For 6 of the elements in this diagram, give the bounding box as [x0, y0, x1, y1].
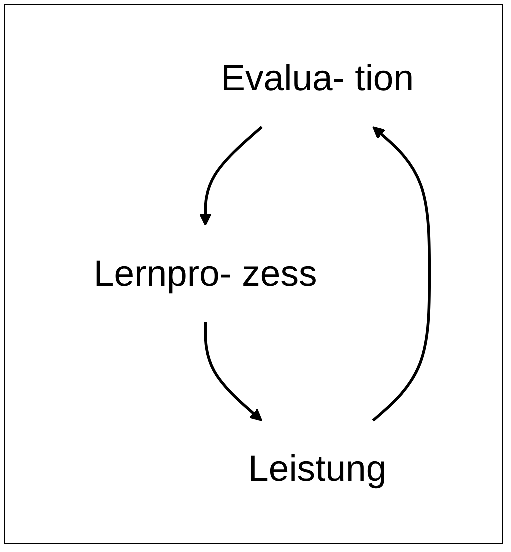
arrow [372, 126, 431, 422]
arrow [198, 126, 262, 226]
arrow [204, 322, 262, 422]
node-label: Leistung [248, 448, 386, 490]
node-label: Lernpro- zess [93, 252, 317, 294]
node-label: Evalua- tion [220, 56, 414, 100]
